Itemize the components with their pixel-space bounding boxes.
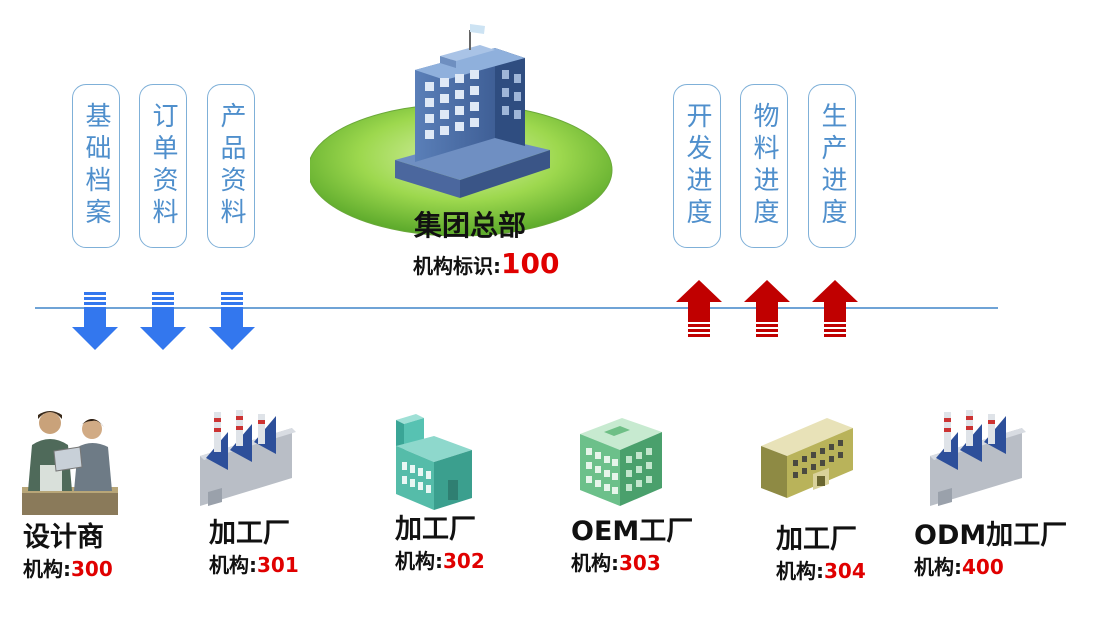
node-code: 机构:301 (209, 555, 299, 575)
hq-code-value: 100 (501, 247, 560, 280)
down-item-label: 订单资料 (148, 102, 178, 230)
node-code: 机构:303 (571, 553, 661, 573)
node-code-value: 400 (962, 555, 1004, 579)
down-arrows (72, 292, 255, 350)
up-item-box: 开发进度 (673, 84, 721, 248)
up-item-box: 物料进度 (740, 84, 788, 248)
down-item-box: 基础档案 (72, 84, 120, 248)
down-arrow-icon (140, 292, 186, 350)
node-code: 机构:300 (23, 559, 113, 579)
node-code-label: 机构: (776, 559, 824, 583)
node-title: 加工厂 (395, 514, 476, 545)
node-title: OEM工厂 (571, 516, 694, 547)
node-title: ODM加工厂 (914, 520, 1068, 551)
node-code-value: 302 (443, 549, 485, 573)
teal-building-icon (396, 414, 472, 510)
node-code-value: 303 (619, 551, 661, 575)
down-item-box: 产品资料 (207, 84, 255, 248)
factory-icon (200, 410, 296, 506)
node-title: 加工厂 (209, 518, 290, 549)
green-office-building-icon (580, 418, 662, 506)
node-code-label: 机构: (395, 549, 443, 573)
up-item-label: 开发进度 (682, 102, 712, 230)
down-item-label: 基础档案 (81, 102, 111, 230)
node-code: 机构:302 (395, 551, 485, 571)
up-arrows (676, 280, 858, 337)
up-item-label: 物料进度 (749, 102, 779, 230)
node-code: 机构:304 (776, 561, 866, 581)
node-code: 机构:400 (914, 557, 1004, 577)
node-code-value: 301 (257, 553, 299, 577)
node-title: 设计商 (23, 522, 104, 553)
node-title: 加工厂 (776, 524, 857, 555)
down-item-label: 产品资料 (216, 102, 246, 230)
hq-code-label: 机构标识: (413, 254, 501, 278)
node-code-label: 机构: (209, 553, 257, 577)
node-code-label: 机构: (571, 551, 619, 575)
up-arrow-icon (812, 280, 858, 337)
node-code-label: 机构: (23, 557, 71, 581)
up-arrow-icon (744, 280, 790, 337)
up-arrow-icon (676, 280, 722, 337)
down-arrow-icon (72, 292, 118, 350)
headquarters-building-icon (310, 24, 613, 237)
factory-icon (930, 410, 1026, 506)
olive-building-icon (761, 418, 853, 498)
node-code-value: 304 (824, 559, 866, 583)
up-item-box: 生产进度 (808, 84, 856, 248)
flow-divider-line (35, 307, 998, 309)
down-arrow-icon (209, 292, 255, 350)
hq-code: 机构标识:100 (413, 250, 559, 278)
down-item-box: 订单资料 (139, 84, 187, 248)
up-item-label: 生产进度 (817, 102, 847, 230)
designers-people-icon (22, 411, 118, 515)
node-code-value: 300 (71, 557, 113, 581)
node-code-label: 机构: (914, 555, 962, 579)
hq-title: 集团总部 (414, 209, 527, 242)
